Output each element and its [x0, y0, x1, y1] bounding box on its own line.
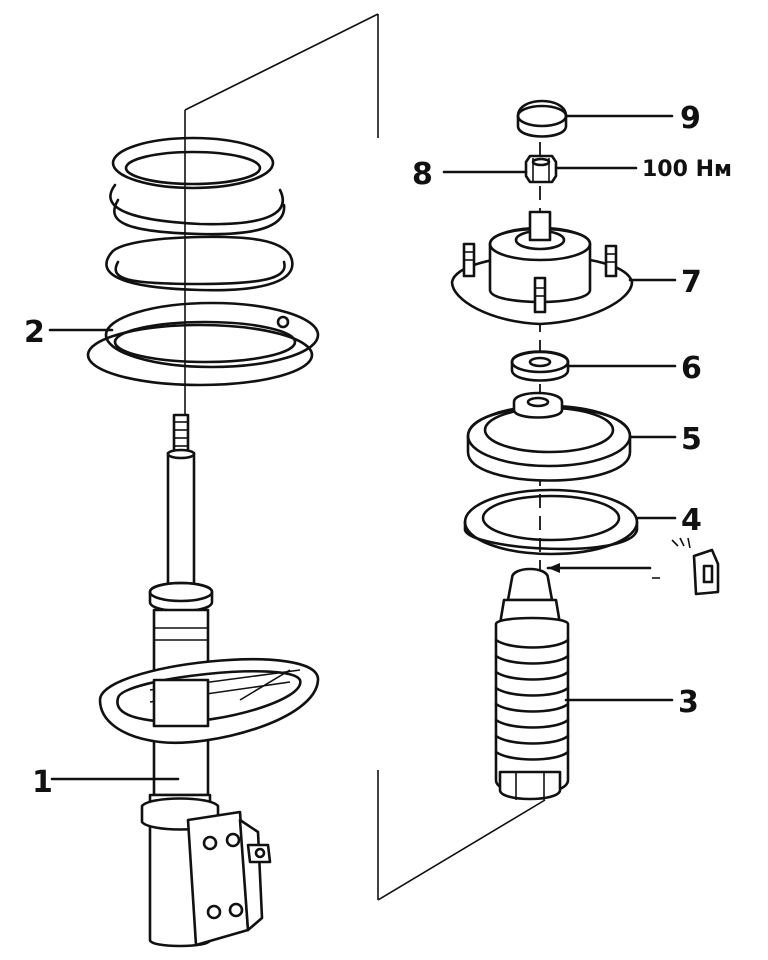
upper-spring-seat	[466, 391, 632, 482]
label-9: 9	[680, 101, 701, 136]
spacer-washer	[510, 350, 570, 382]
label-3: 3	[678, 685, 699, 720]
upper-strut-mount	[450, 210, 634, 326]
leader-lines	[48, 114, 677, 781]
label-2: 2	[24, 315, 45, 350]
nut	[524, 154, 558, 184]
spring-insulator	[463, 488, 639, 556]
assembly-guide-lines	[184, 13, 546, 901]
label-6: 6	[681, 351, 702, 386]
grease-tube-icon	[652, 537, 720, 596]
coil-spring	[86, 136, 320, 387]
dust-cap	[516, 99, 568, 138]
label-1: 1	[32, 765, 53, 800]
label-5: 5	[681, 422, 702, 457]
torque-label: 100 Нм	[642, 157, 732, 182]
label-4: 4	[681, 503, 702, 538]
label-7: 7	[681, 265, 702, 300]
label-8: 8	[412, 157, 433, 192]
shock-absorber-strut	[98, 413, 320, 948]
bump-stop-dust-boot	[494, 567, 570, 801]
